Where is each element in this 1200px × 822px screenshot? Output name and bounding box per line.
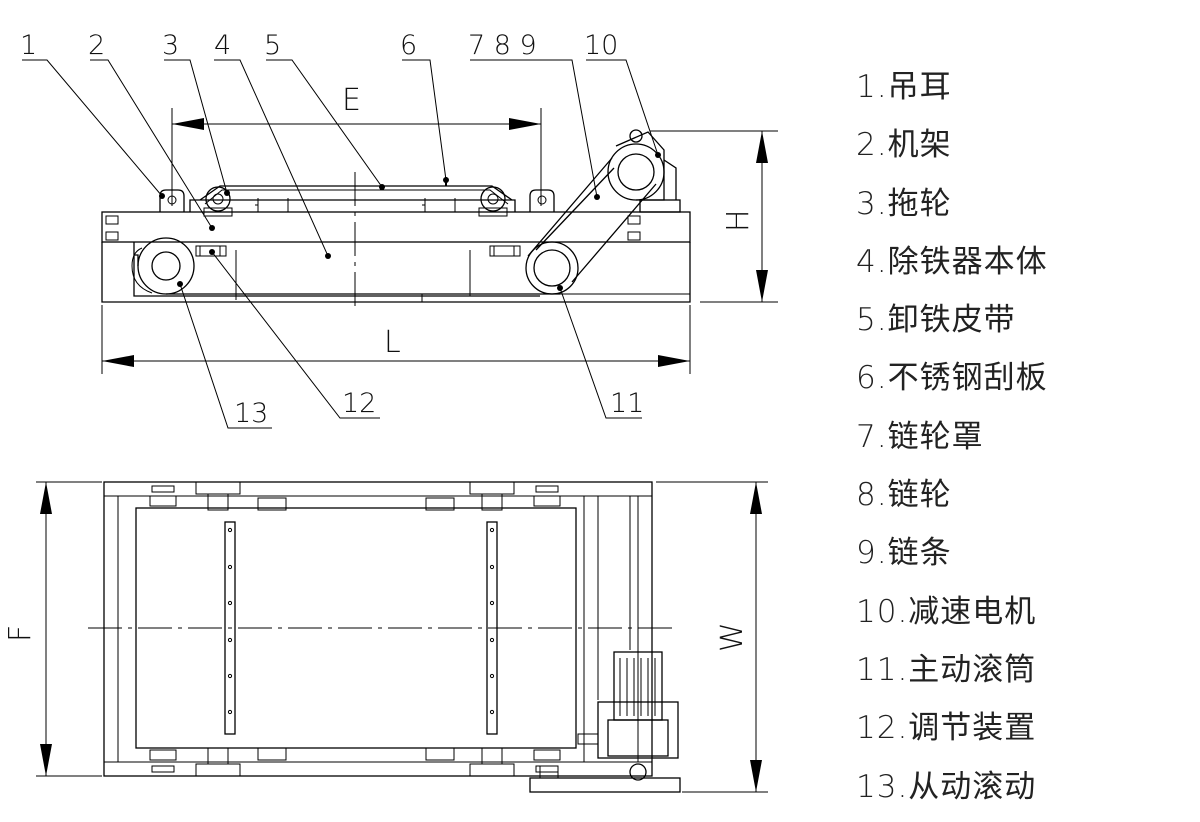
dim-F-label: F xyxy=(3,625,38,642)
callout-13: 13 xyxy=(234,398,268,429)
callout-2: 2 xyxy=(88,30,105,61)
legend-item-1: 1.吊耳 xyxy=(856,69,952,105)
frame-top-bar xyxy=(101,211,691,243)
legend-item-5: 5.卸铁皮带 xyxy=(856,302,1016,339)
legend-item-13: 13.从动滚动 xyxy=(856,768,1037,805)
drive-roller xyxy=(525,241,579,295)
driven-roller xyxy=(137,237,195,295)
callout-12: 12 xyxy=(342,388,376,419)
legend-item-9: 9.链条 xyxy=(856,535,952,572)
chain-guard xyxy=(527,157,657,283)
legend-item-11: 11.主动滚筒 xyxy=(856,651,1037,688)
idler-roller-left xyxy=(205,186,231,212)
scraper-bar-left xyxy=(224,521,236,735)
separator-body xyxy=(133,242,540,297)
callout-3: 3 xyxy=(162,30,179,61)
legend-item-12: 12.调节装置 xyxy=(856,710,1037,747)
legend-item-6: 6.不锈钢刮板 xyxy=(856,360,1048,397)
callout-10: 10 xyxy=(584,30,618,61)
callout-7-8-9: 7 8 9 xyxy=(468,30,537,61)
unloading-belt-top xyxy=(199,185,513,201)
legend-item-10: 10.减速电机 xyxy=(856,593,1037,630)
side-view xyxy=(22,59,778,429)
callout-5: 5 xyxy=(264,30,281,61)
lifting-lug-right xyxy=(529,189,555,212)
dim-E-label: E xyxy=(342,83,361,118)
adjustment-device xyxy=(195,245,227,257)
legend-item-3: 3.拖轮 xyxy=(856,185,952,222)
top-frame xyxy=(103,481,653,777)
dim-H-label: H xyxy=(721,209,756,232)
dim-L-label: L xyxy=(384,325,401,360)
callout-4: 4 xyxy=(214,30,231,61)
scraper-bar-right xyxy=(486,521,498,735)
idler-roller-right xyxy=(480,186,506,212)
legend-item-7: 7.链轮罩 xyxy=(856,418,984,455)
reducer-motor xyxy=(607,143,665,201)
dim-W-label: W xyxy=(715,622,750,652)
belt-surface xyxy=(135,507,577,749)
callout-6: 6 xyxy=(400,30,417,61)
top-view xyxy=(36,481,768,793)
legend-item-2: 2.机架 xyxy=(856,127,952,164)
legend-item-8: 8.链轮 xyxy=(856,477,952,514)
parts-legend: 1.吊耳 2.机架 3.拖轮 4.除铁器本体 5.卸铁皮带 6.不锈钢刮板 7.… xyxy=(856,64,1186,822)
legend-item-4: 4.除铁器本体 xyxy=(856,243,1048,280)
frame-body xyxy=(101,242,691,303)
callout-1: 1 xyxy=(20,30,37,61)
callout-11: 11 xyxy=(610,388,644,419)
upper-body xyxy=(189,199,516,212)
